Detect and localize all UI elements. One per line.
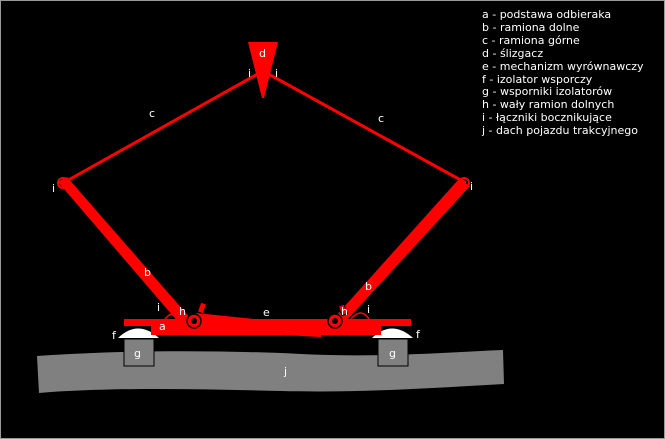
lower-arm-shaft-right-lever [337,303,349,317]
label-f-right: f [416,328,421,341]
shunt-connector-left-knee [57,177,69,189]
balancing-mechanism-lower [191,326,321,337]
shunt-connector-right-knee [458,177,470,189]
label-i-top-left: i [248,67,251,80]
lower-arm-shaft-right-inner [332,318,338,324]
label-g-right: g [389,347,396,360]
upper-arm-right [262,69,467,185]
lower-arm-shaft-left-lever [196,301,208,315]
legend-item-c: c - ramiona górne [482,33,580,47]
label-i-top-right: i [275,67,278,80]
legend-item-b: b - ramiona dolne [482,20,580,34]
label-b-left: b [144,266,151,279]
legend-item-i: i - łączniki bocznikujące [482,111,612,125]
label-h-right: h [341,305,348,318]
label-h-left: h [179,305,186,318]
legend: a - podstawa odbieraka b - ramiona dolne… [482,8,644,138]
support-insulator-left [118,328,159,338]
legend-item-e: e - mechanizm wyrównawczy [482,59,644,73]
label-b-right: b [365,280,372,293]
label-j: j [283,365,287,378]
label-i-knee-left: i [52,182,55,195]
label-c-right: c [378,112,384,125]
label-i-base-right: i [367,303,370,316]
vehicle-roof [37,350,504,393]
legend-item-g: g - wsporniki izolatorów [482,85,613,99]
shunt-link-right [350,312,370,320]
label-d: d [259,47,266,60]
legend-item-j: j - dach pojazdu trakcyjnego [482,124,639,138]
insulator-support-right [377,338,409,367]
legend-item-f: f - izolator wsporczy [482,72,593,86]
lower-arm-right [335,179,470,321]
shunt-link-left [163,313,182,322]
slider-head [248,42,278,98]
legend-item-a: a - podstawa odbieraka [482,8,612,21]
legend-item-d: d - ślizgacz [482,46,544,60]
label-e: e [263,306,270,319]
label-g-left: g [134,347,141,360]
balancing-mechanism [196,313,333,332]
lower-arm-shaft-left-inner [191,318,197,324]
lower-arm-left [58,177,191,323]
label-f-left: f [112,329,117,342]
legend-item-h: h - wały ramion dolnych [482,98,615,112]
label-i-base-left: i [157,301,160,314]
label-i-knee-right: i [470,180,473,193]
support-insulator-right [372,328,413,338]
label-a: a [159,320,166,333]
pantograph-base-lower [151,326,381,335]
insulator-support-left [123,338,155,367]
upper-arm-left [62,69,264,185]
label-c-left: c [149,107,155,120]
